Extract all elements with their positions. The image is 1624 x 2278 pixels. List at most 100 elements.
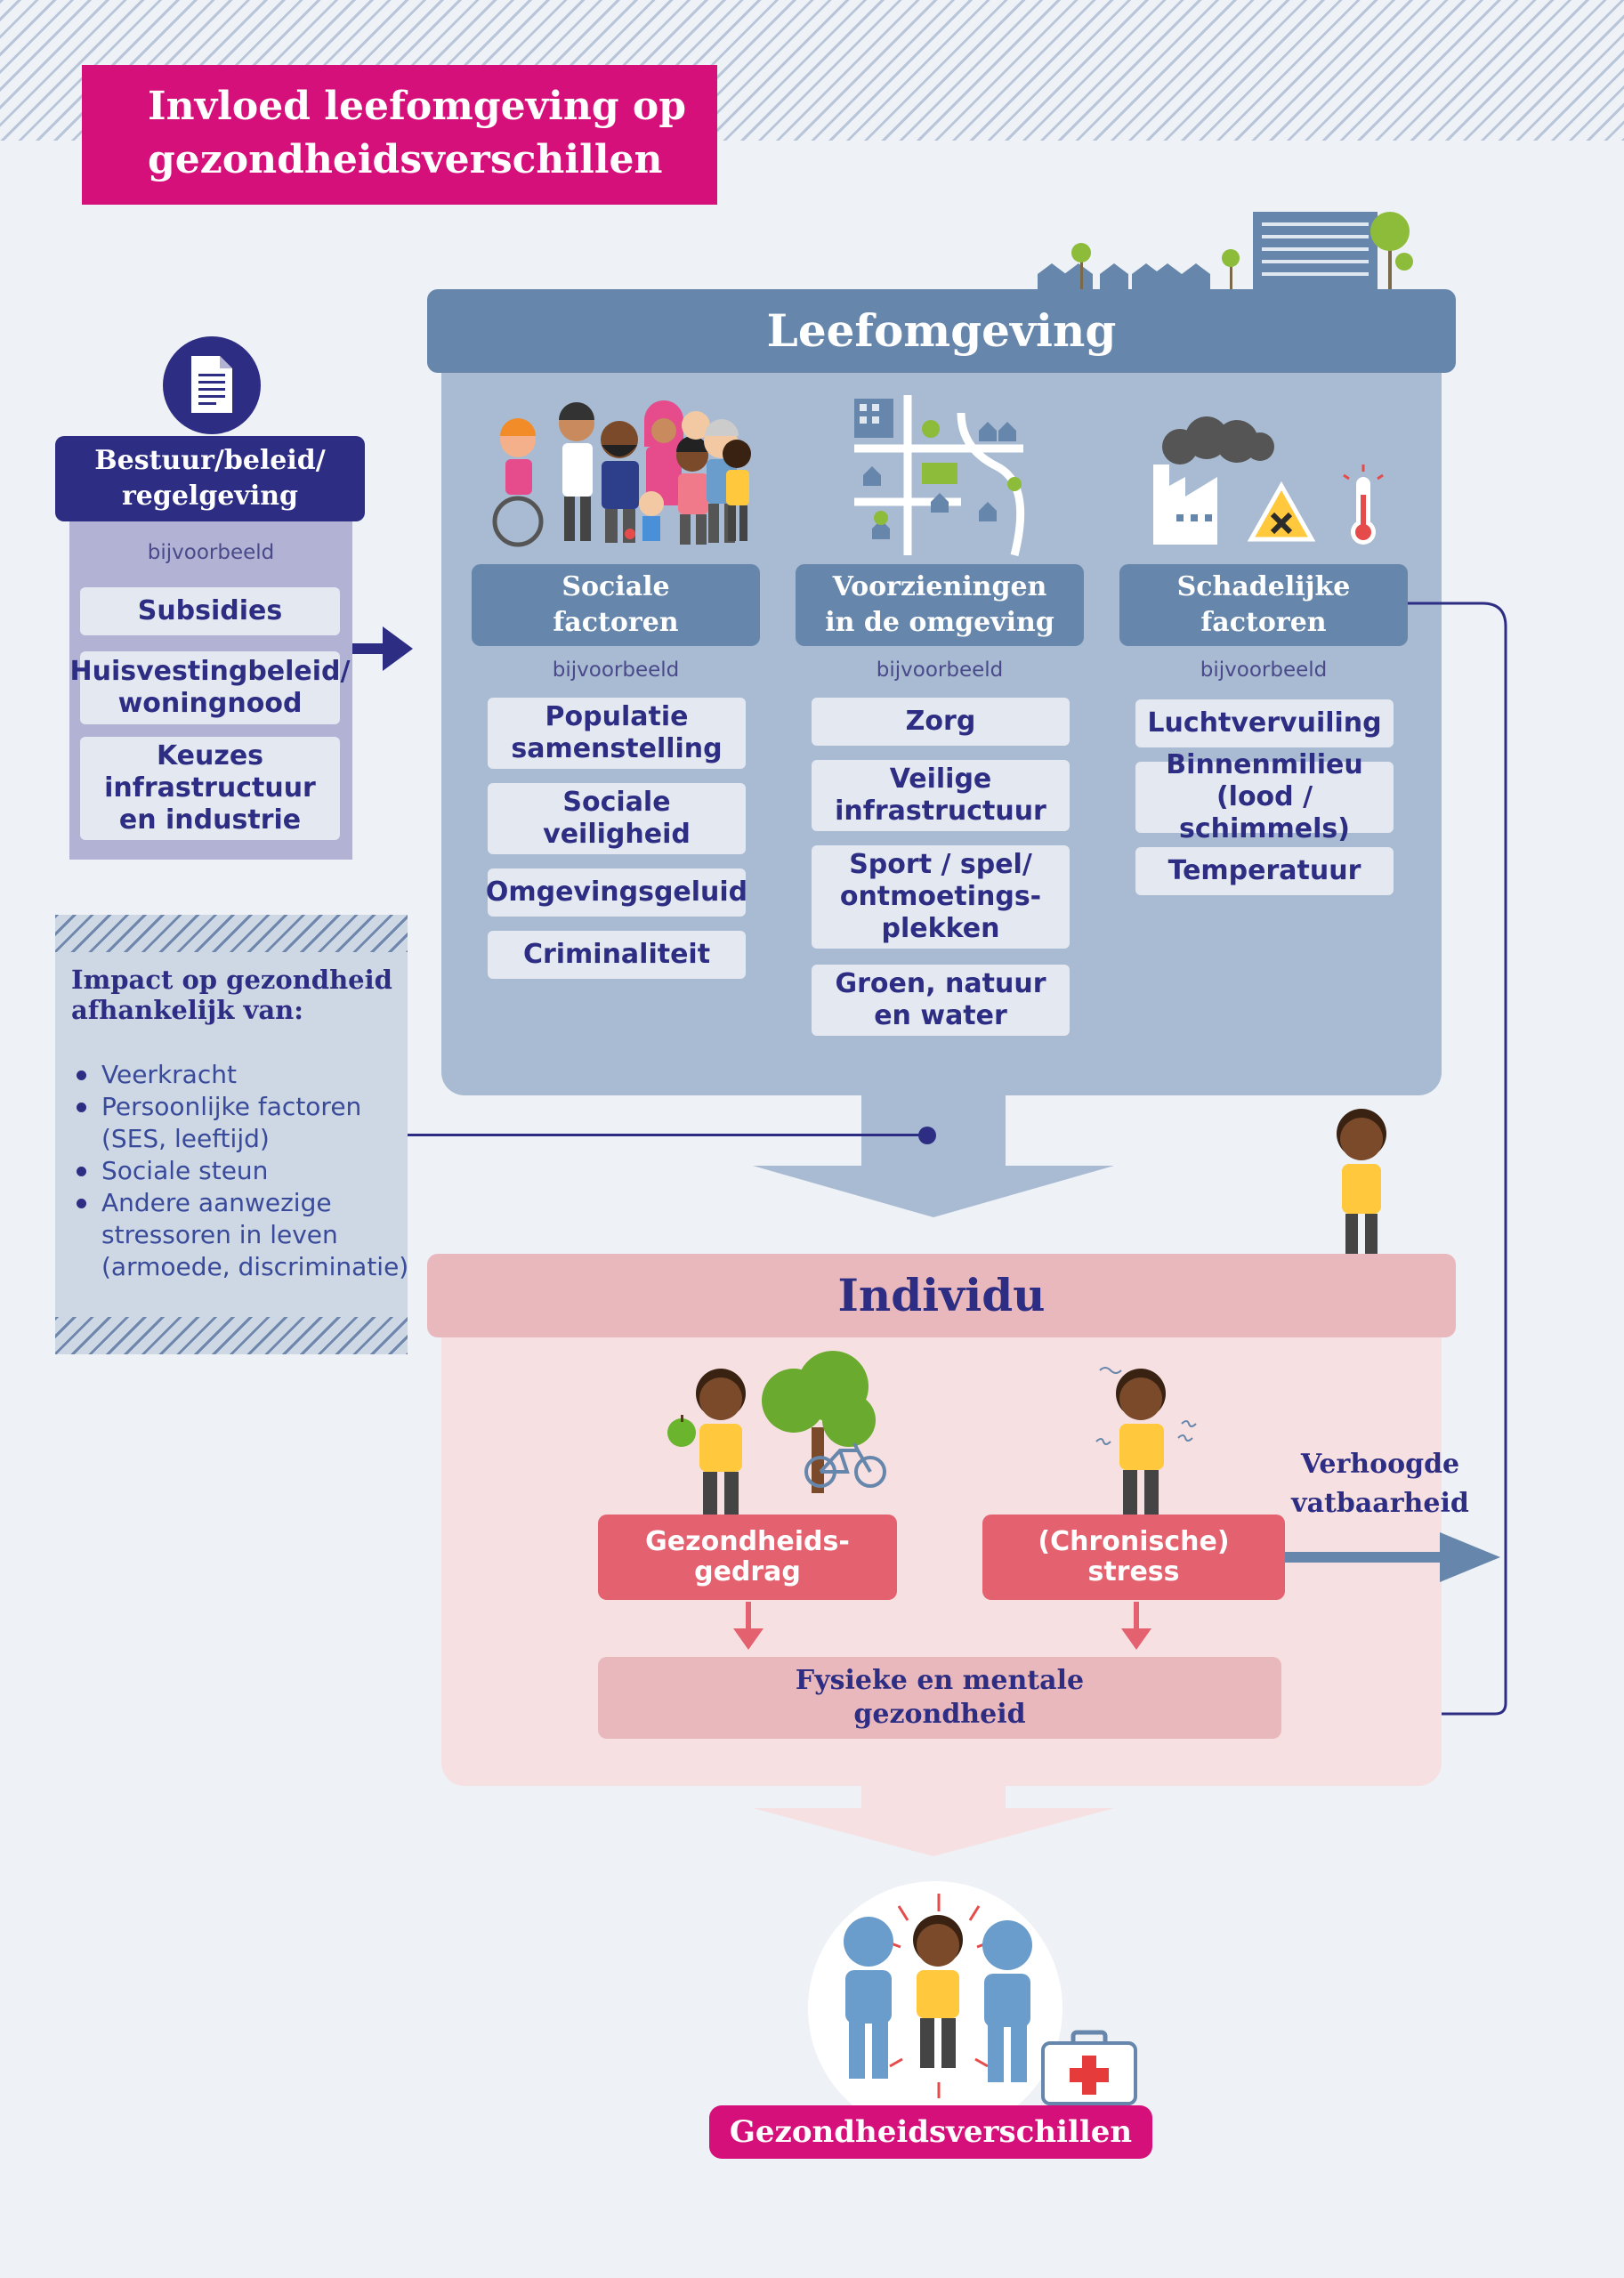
list-item-line1: Veerkracht	[101, 1060, 237, 1089]
environment-item: Sociale veiligheid	[488, 783, 746, 854]
category-heading-line1: Voorzieningen	[832, 571, 1047, 602]
policy-item-line2: infrastructuur	[104, 772, 316, 804]
category-heading-schadelijke-factoren: Schadelijke factoren	[1119, 564, 1408, 646]
environment-item: Zorg	[812, 698, 1070, 746]
policy-item-line1: Huisvestingbeleid/	[69, 656, 351, 687]
people-group-icon	[492, 400, 751, 547]
health-behaviour-line2: gedrag	[694, 1556, 801, 1587]
category-heading-line2: factoren	[1200, 607, 1327, 638]
list-item-line2: (SES, leeftijd)	[101, 1124, 270, 1153]
bicycle-icon	[804, 1442, 886, 1488]
chronic-stress-line2: stress	[1087, 1556, 1180, 1587]
environment-item: Binnenmilieu (lood / schimmels)	[1135, 749, 1394, 844]
environment-item: Luchtvervuiling	[1135, 699, 1394, 747]
person-icon	[696, 1369, 746, 1516]
vulnerability-label-line2: vatbaarheid	[1291, 1488, 1469, 1519]
person-icon	[1337, 1109, 1386, 1255]
environment-item-line1: Groen, natuur	[835, 968, 1046, 999]
skyline-icon	[1038, 212, 1413, 290]
vulnerability-label: Verhoogde vatbaarheid	[1281, 1445, 1479, 1523]
document-icon	[191, 356, 232, 413]
behaviour-down-arrow	[733, 1602, 764, 1650]
list-item: Veerkracht	[73, 1059, 411, 1091]
impact-hatch-top	[55, 915, 408, 952]
environment-item-line2: en water	[874, 1000, 1007, 1031]
impact-list: Veerkracht Persoonlijke factoren (SES, le…	[73, 1059, 411, 1283]
factory-smoke-icon	[1153, 416, 1274, 545]
category-heading-line1: Schadelijke	[1176, 571, 1351, 602]
list-item-line1: Persoonlijke factoren	[101, 1092, 362, 1121]
policy-item: Huisvestingbeleid/ woningnood	[70, 651, 351, 724]
category-example-label: bijvoorbeeld	[1200, 658, 1328, 682]
environment-item-line1: Luchtvervuiling	[1147, 707, 1382, 739]
policy-heading-line1: Bestuur/beleid/	[94, 445, 326, 476]
environment-item-line2: (lood / schimmels)	[1179, 781, 1350, 844]
stressed-person-icon	[1095, 1367, 1197, 1518]
environment-item-line3: plekken	[881, 913, 1000, 944]
impact-title-line2: afhankelijk van:	[71, 995, 303, 1025]
tree-icon	[762, 1351, 876, 1493]
category-heading-line2: in de omgeving	[825, 607, 1054, 638]
environment-item-line1: Criminaliteit	[522, 939, 711, 970]
impact-panel	[55, 915, 408, 1354]
environment-item-line1: Populatie	[545, 701, 689, 732]
individu-down-arrow	[753, 1785, 1114, 1856]
policy-item-line3: en industrie	[118, 804, 302, 836]
leefomgeving-down-arrow	[753, 1095, 1114, 1217]
environment-item-line1: Binnenmilieu	[1166, 749, 1363, 780]
category-heading-line1: Sociale	[562, 571, 670, 602]
list-item: Persoonlijke factoren (SES, leeftijd)	[73, 1091, 411, 1155]
policy-example-label: bijvoorbeeld	[147, 541, 275, 564]
policy-item-line1: Keuzes	[156, 740, 264, 771]
environment-item-line2: veiligheid	[543, 819, 691, 850]
health-behaviour-box: Gezondheids- gedrag	[598, 1515, 897, 1600]
environment-item-line2: samenstelling	[511, 733, 723, 764]
category-example-label: bijvoorbeeld	[552, 658, 680, 682]
thermometer-icon	[1343, 464, 1384, 545]
environment-item: Sport / spel/ ontmoetings- plekken	[812, 845, 1070, 949]
stress-down-arrow	[1121, 1602, 1151, 1650]
chronic-stress-box: (Chronische) stress	[982, 1515, 1285, 1600]
category-heading-sociale-factoren: Sociale factoren	[472, 564, 760, 646]
environment-item-line2: ontmoetings-	[839, 881, 1042, 912]
environment-item-line1: Zorg	[905, 706, 976, 737]
environment-item-line1: Temperatuur	[1168, 855, 1361, 886]
environment-item: Veilige infrastructuur	[812, 760, 1070, 831]
page-title-line2: gezondheidsverschillen	[148, 137, 663, 182]
policy-icon-circle	[163, 336, 261, 434]
environment-item-line2: infrastructuur	[835, 796, 1046, 827]
physical-mental-health-line2: gezondheid	[853, 1699, 1026, 1730]
city-map-icon	[854, 395, 1025, 557]
health-behaviour-line1: Gezondheids-	[645, 1526, 850, 1557]
environment-item: Omgevingsgeluid	[485, 868, 748, 917]
policy-item: Subsidies	[80, 587, 340, 635]
individu-title: Individu	[427, 1254, 1456, 1337]
apple-icon	[667, 1415, 696, 1447]
health-differences-label: Gezondheidsverschillen	[709, 2105, 1152, 2159]
leefomgeving-title: Leefomgeving	[427, 289, 1456, 373]
policy-heading: Bestuur/beleid/ regelgeving	[55, 436, 365, 521]
page-title-line1: Invloed leefomgeving op	[148, 84, 687, 129]
impact-connector	[408, 1127, 936, 1144]
impact-title-line1: Impact op gezondheid	[71, 965, 392, 995]
physical-mental-health-line1: Fysieke en mentale	[795, 1665, 1085, 1696]
list-item-line3: (armoede, discriminatie)	[101, 1252, 409, 1281]
environment-item-line1: Omgevingsgeluid	[485, 876, 748, 908]
impact-title: Impact op gezondheid afhankelijk van:	[71, 965, 400, 1025]
policy-item-line1: Subsidies	[137, 595, 283, 626]
hazard-sign-icon	[1247, 481, 1316, 542]
policy-item: Keuzes infrastructuur en industrie	[80, 737, 340, 840]
environment-item: Criminaliteit	[488, 931, 746, 979]
category-heading-voorzieningen: Voorzieningen in de omgeving	[796, 564, 1084, 646]
vulnerability-label-line1: Verhoogde	[1300, 1449, 1460, 1480]
physical-mental-health-box: Fysieke en mentale gezondheid	[598, 1657, 1281, 1739]
environment-item: Temperatuur	[1135, 847, 1394, 895]
list-item-line1: Sociale steun	[101, 1156, 269, 1185]
environment-item-line1: Sport / spel/	[849, 849, 1032, 880]
people-group-icon	[844, 1894, 1032, 2098]
page-title: Invloed leefomgeving op gezondheidsversc…	[82, 65, 717, 205]
list-item-line1: Andere aanwezige	[101, 1188, 332, 1217]
policy-item-line2: woningnood	[117, 688, 303, 719]
impact-hatch-bottom	[55, 1317, 408, 1354]
